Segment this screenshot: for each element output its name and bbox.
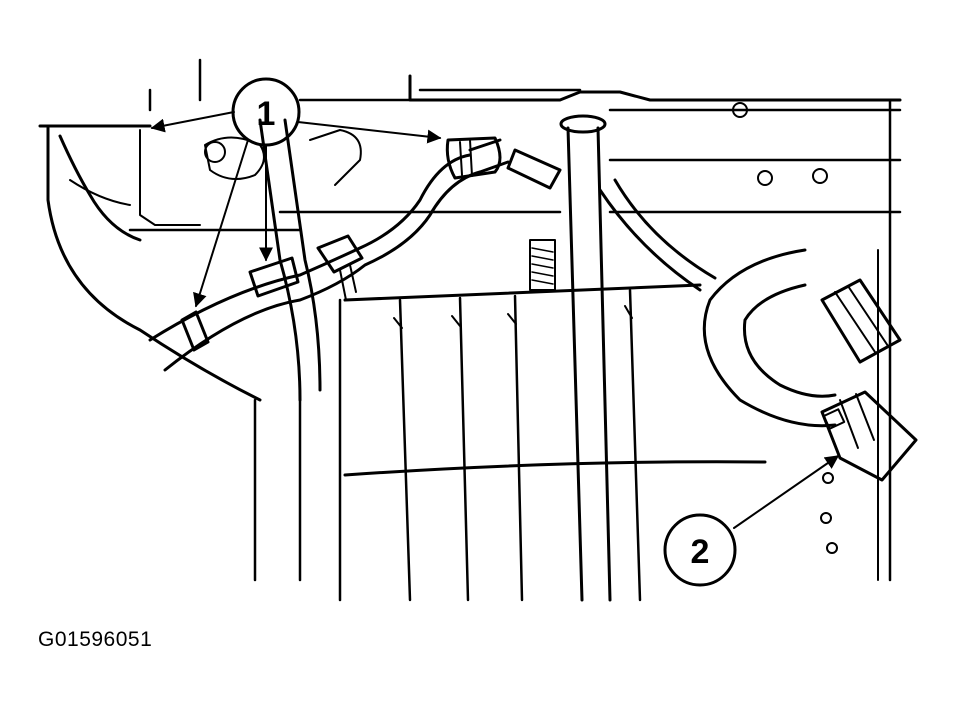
callout-2-label: 2 [691,533,710,571]
callout-1-label: 1 [257,95,276,133]
figure-id: G01596051 [38,628,153,651]
harness-connector [820,278,918,482]
seat-frame [343,239,767,602]
callout-1: 1 [150,77,442,308]
callout-2: 2 [663,455,840,587]
vehicle-frame [38,58,902,602]
harness-clips [180,136,562,352]
wiring-harness [148,118,837,428]
seat-post [559,114,612,602]
